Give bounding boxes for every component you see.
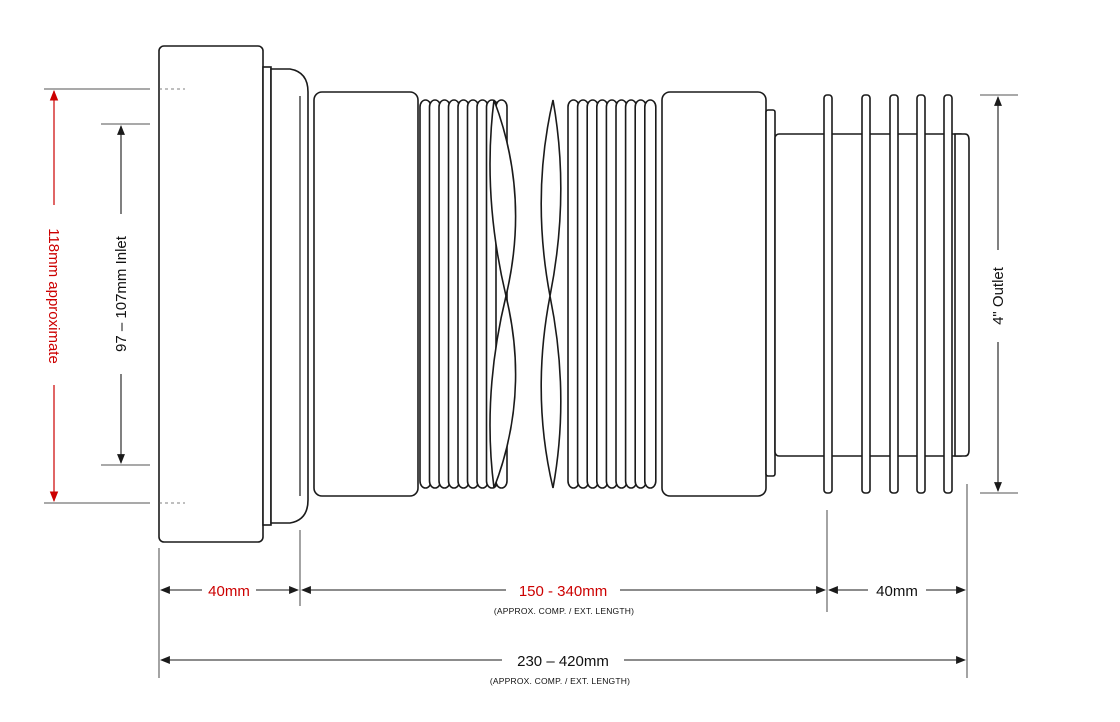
outlet-length-dimension: 40mm [828, 580, 966, 600]
outlet-label: 4" Outlet [990, 266, 1007, 325]
inlet-height-label: 118mm approximate [45, 228, 62, 364]
outlet-length-label: 40mm [876, 583, 918, 600]
corrugation-twist [489, 295, 517, 489]
flexible-length-label: 150 - 340mm [519, 583, 607, 600]
inlet-collar [158, 45, 309, 543]
inlet-inner-label: 97 – 107mm Inlet [113, 235, 130, 352]
flexible-length-note: (APPROX. COMP. / EXT. LENGTH) [494, 606, 634, 616]
flexible-length-dimension: 150 - 340mm (APPROX. COMP. / EXT. LENGTH… [301, 580, 826, 616]
outlet-fins [823, 94, 953, 494]
corrugation-twist [540, 99, 562, 297]
corrugation-twist [540, 295, 562, 489]
inlet-inner-dimension: 97 – 107mm Inlet [101, 123, 150, 466]
inlet-length-dimension: 40mm [160, 580, 299, 600]
overall-length-dimension: 230 – 420mm (APPROX. COMP. / EXT. LENGTH… [160, 650, 966, 686]
flexible-corrugated-section [419, 99, 657, 489]
outlet-dimension: 4" Outlet [980, 94, 1018, 494]
inlet-height-dimension: 118mm approximate [44, 88, 150, 504]
corrugation-rib [643, 99, 657, 489]
inlet-length-label: 40mm [208, 583, 250, 600]
extension-lines [158, 484, 968, 678]
overall-length-label: 230 – 420mm [517, 653, 609, 670]
inlet-sleeve [313, 91, 419, 497]
overall-length-note: (APPROX. COMP. / EXT. LENGTH) [490, 676, 630, 686]
